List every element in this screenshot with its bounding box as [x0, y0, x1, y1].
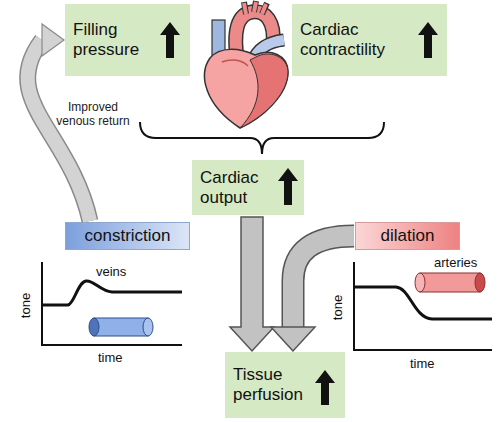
node-text: Filling pressure: [73, 20, 163, 60]
flow-arrow: [271, 236, 354, 351]
arrow-head: [271, 327, 315, 351]
arrow-head: [42, 24, 64, 56]
arrow-shaft: [293, 236, 354, 327]
artery-end: [415, 273, 425, 292]
axis-label: time: [410, 356, 435, 371]
tone-curve: [42, 281, 182, 305]
heart-line: [222, 60, 248, 66]
axis-label: time: [98, 350, 123, 365]
edge-label: Improved venous return: [56, 100, 130, 128]
flow-arrow: [230, 217, 274, 351]
vessel-response-box: constriction: [65, 222, 190, 250]
axis-label: tone: [18, 293, 33, 318]
vessel-response-box: dilation: [355, 222, 460, 250]
vena-cava: [212, 20, 225, 66]
brace: [140, 122, 384, 154]
node-text: Tissue perfusion: [233, 365, 321, 405]
heart-shade: [240, 54, 288, 128]
aorta: [236, 12, 274, 64]
artery-opening: [475, 273, 485, 292]
heart-illustration: [205, 1, 288, 128]
aorta-branches: [244, 1, 267, 14]
node-text: dilation: [381, 226, 435, 246]
pulmonary-outline: [252, 40, 284, 62]
effect-box: Filling pressure: [65, 4, 190, 76]
vein-end: [143, 318, 153, 336]
axis-label: tone: [330, 295, 345, 320]
effect-box: Tissue perfusion: [225, 352, 345, 418]
node-text: Cardiac output: [200, 168, 278, 208]
graph-axes: [354, 262, 492, 350]
vessel-label: arteries: [434, 255, 477, 270]
node-text: Cardiac contractility: [300, 20, 418, 60]
artery-cylinder: [420, 273, 480, 292]
arrow-outline: [293, 236, 354, 327]
aorta-outline: [236, 12, 274, 64]
node-text: constriction: [85, 226, 171, 246]
tone-curve: [354, 287, 492, 319]
effect-box: Cardiac contractility: [292, 4, 447, 76]
aorta-branches-fill: [244, 2, 266, 14]
vein-opening: [89, 318, 99, 336]
veins-graph: [42, 262, 182, 345]
pulmonary-artery: [252, 40, 284, 62]
graph-axes: [42, 262, 182, 345]
effect-box: Cardiac output: [192, 160, 304, 215]
heart-body: [205, 49, 288, 128]
vessel-label: veins: [96, 264, 126, 279]
arteries-graph: [354, 262, 492, 350]
vein-cylinder: [94, 318, 148, 336]
arrow-body: [230, 217, 274, 351]
